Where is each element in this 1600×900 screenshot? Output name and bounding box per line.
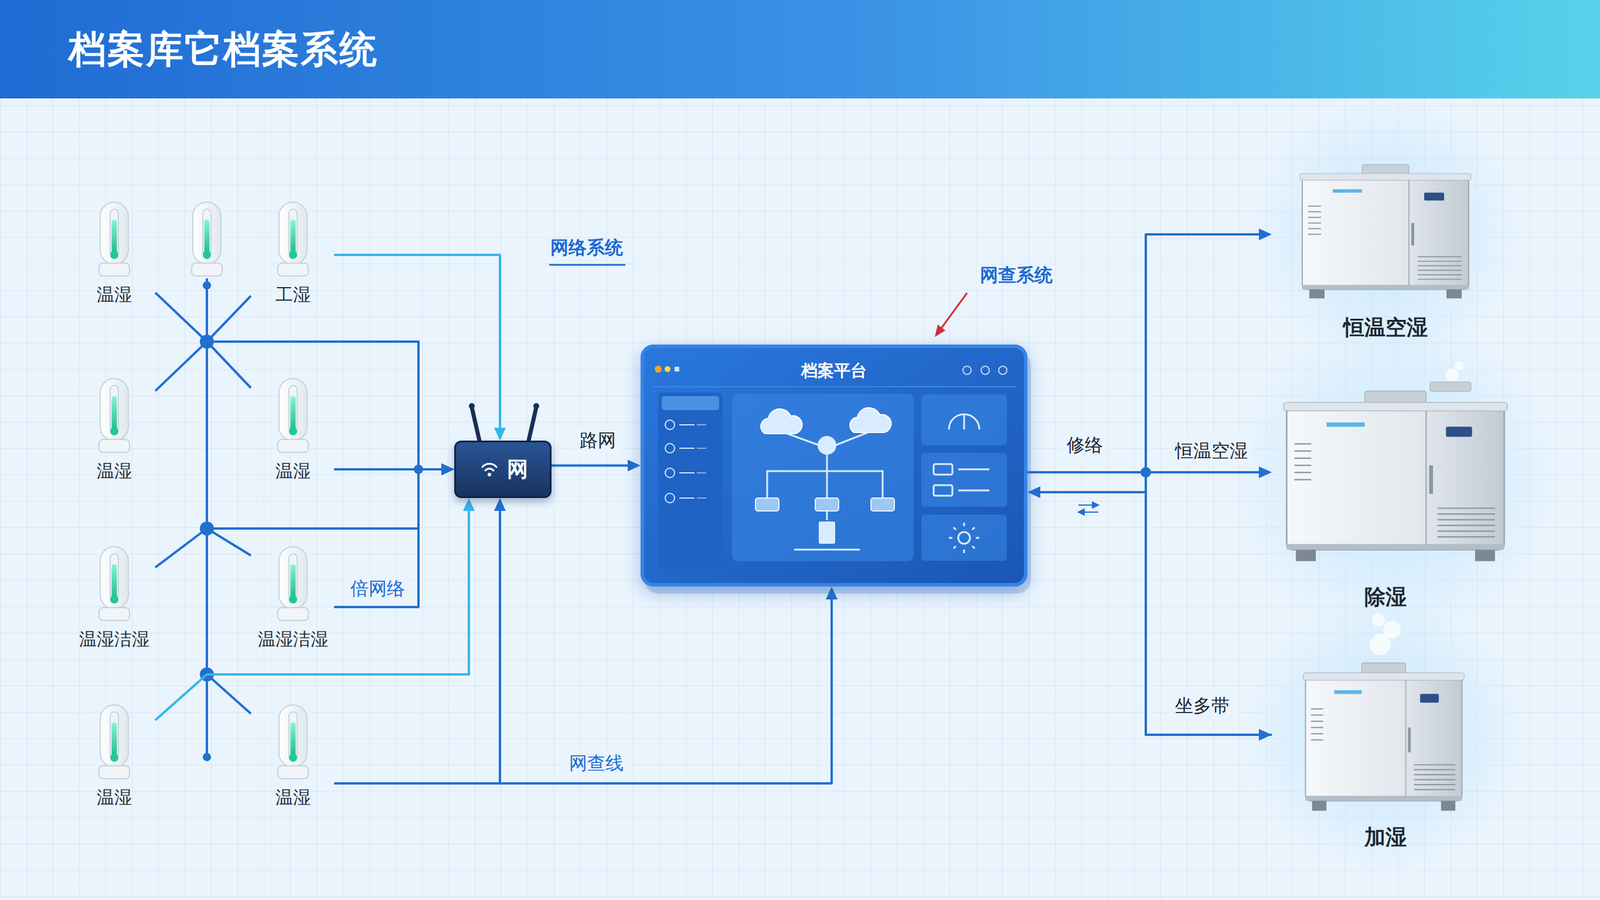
sensor-node: 温湿洁湿 bbox=[252, 545, 335, 652]
sensor-node: 温湿洁湿 bbox=[73, 545, 156, 652]
platform-screen: 档案平台 bbox=[640, 344, 1028, 587]
node-text-group: 档案平台 bbox=[644, 359, 1024, 383]
arrowhead bbox=[1258, 228, 1272, 241]
connector bbox=[155, 292, 455, 476]
node-label: 温湿 bbox=[275, 785, 311, 810]
node-label: 工湿 bbox=[275, 283, 311, 307]
hvac-unit: 除湿 bbox=[1271, 380, 1500, 610]
connector-line bbox=[1027, 234, 1264, 473]
node-text-group: 恒温空湿 bbox=[1271, 315, 1500, 340]
connector-line bbox=[155, 292, 446, 470]
node-text-group: 温湿 bbox=[73, 283, 156, 307]
connector bbox=[1027, 228, 1272, 473]
arrowhead bbox=[1258, 466, 1272, 479]
sensor-node: 温湿 bbox=[252, 377, 335, 483]
node-text-group: 加湿 bbox=[1271, 825, 1500, 850]
annotation-label: 网查系统 bbox=[975, 261, 1058, 289]
node-text-group: 温湿 bbox=[252, 459, 335, 483]
node-text-group: 温湿 bbox=[73, 785, 156, 810]
router-box: 网 bbox=[454, 440, 552, 499]
connector-line bbox=[334, 595, 832, 784]
connector bbox=[155, 498, 475, 721]
node-label: 温湿洁湿 bbox=[257, 627, 329, 652]
arrowhead bbox=[494, 427, 506, 441]
sensor-node: 温湿 bbox=[73, 201, 156, 307]
wifi-icon bbox=[477, 458, 502, 480]
edge-label: 网查线 bbox=[564, 750, 629, 778]
node-label: 除湿 bbox=[1364, 584, 1407, 610]
node-text-group: 温湿 bbox=[73, 459, 156, 483]
sensor-node: 温湿 bbox=[73, 377, 156, 483]
node-text-group: 工湿 bbox=[252, 283, 335, 307]
node-label: 加湿 bbox=[1364, 825, 1407, 850]
arrowhead bbox=[441, 463, 455, 476]
node-label: 档案平台 bbox=[801, 359, 867, 383]
arrowhead bbox=[627, 460, 641, 472]
title-bar: 档案库它档案系统 bbox=[0, 0, 1600, 99]
node-label: 恒温空湿 bbox=[1343, 315, 1428, 340]
arrowhead bbox=[825, 586, 838, 600]
connector bbox=[334, 254, 506, 441]
node-label: 网 bbox=[506, 455, 529, 485]
connector bbox=[334, 586, 838, 784]
edge-label: 坐多带 bbox=[1170, 692, 1235, 720]
annotation-label: 网络系统 bbox=[545, 234, 628, 262]
node-text-group: 温湿洁湿 bbox=[73, 627, 156, 652]
sensor-node: 工湿 bbox=[252, 201, 335, 307]
node-text-group: 温湿洁湿 bbox=[252, 627, 335, 652]
connector bbox=[551, 460, 641, 472]
page-title: 档案库它档案系统 bbox=[68, 24, 379, 76]
arrowhead bbox=[441, 463, 455, 476]
edge-label: 倍网络 bbox=[345, 575, 410, 603]
hvac-unit: 加湿 bbox=[1271, 638, 1500, 850]
connector-line bbox=[155, 341, 446, 470]
arrowhead bbox=[1027, 486, 1041, 499]
arrowhead bbox=[441, 463, 455, 476]
edge-label: 恒温空湿 bbox=[1170, 437, 1253, 465]
connector bbox=[1027, 486, 1272, 735]
edge-label: 路网 bbox=[574, 427, 621, 455]
connector-line bbox=[1036, 492, 1272, 735]
arrowhead bbox=[494, 498, 506, 512]
sensor-node: 温湿 bbox=[252, 703, 335, 810]
sensor-node: 温湿 bbox=[73, 703, 156, 810]
node-label: 温湿洁湿 bbox=[79, 627, 150, 652]
connector bbox=[1027, 472, 1272, 741]
node-text-group: 除湿 bbox=[1271, 584, 1500, 610]
connector-line bbox=[334, 469, 446, 608]
connector-line bbox=[334, 506, 500, 784]
node-text-group: 温湿 bbox=[252, 785, 335, 810]
connector-line bbox=[155, 506, 469, 721]
node-label: 温湿 bbox=[96, 785, 132, 810]
edge-label: 修络 bbox=[1061, 431, 1108, 459]
node-label: 温湿 bbox=[96, 283, 132, 307]
arrowhead bbox=[463, 498, 475, 512]
arrowhead bbox=[441, 463, 455, 476]
connector bbox=[334, 498, 506, 784]
connector bbox=[155, 341, 455, 476]
connector bbox=[334, 463, 455, 608]
connector-line bbox=[155, 469, 446, 568]
hvac-unit: 恒温空湿 bbox=[1271, 158, 1500, 340]
node-label: 温湿 bbox=[96, 459, 132, 483]
connector-line bbox=[551, 464, 632, 468]
connector-line bbox=[334, 254, 500, 432]
node-label: 温湿 bbox=[275, 459, 311, 483]
node-text-group: 网 bbox=[455, 442, 550, 497]
arrowhead bbox=[441, 463, 455, 476]
